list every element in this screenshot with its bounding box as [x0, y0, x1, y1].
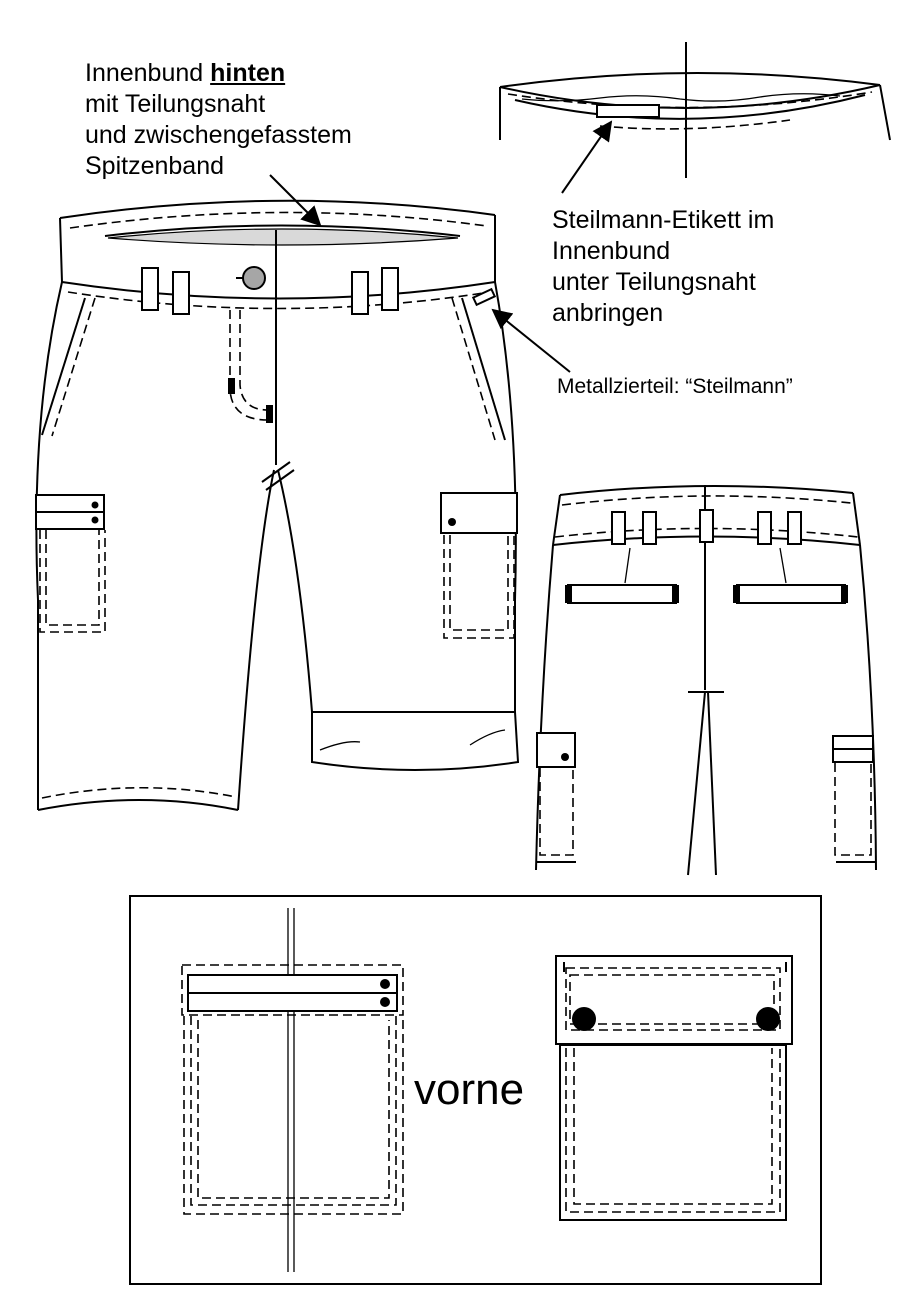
metal-trim: [471, 287, 497, 307]
pocket-detail-box: [129, 895, 822, 1285]
inner-waistband-detail: [499, 42, 891, 178]
annotation-line: Innenbund: [85, 59, 204, 87]
annotation-line: Steilmann-Etikett im: [552, 206, 775, 234]
annotation-line: Spitzenband: [85, 152, 225, 180]
annotation-emphasis: hinten: [210, 59, 286, 87]
metal-trim-annotation: Metallzierteil: “Steilmann”: [557, 375, 793, 398]
shorts-front-view: [35, 199, 520, 811]
steilmann-label: [596, 104, 660, 118]
label-placement-annotation: Steilmann-Etikett im Innenbund unter Tei…: [552, 205, 774, 329]
annotation-line: mit Teilungsnaht: [85, 90, 266, 118]
lace-trim: [107, 228, 459, 246]
annotation-line: anbringen: [552, 299, 664, 327]
waist-button: [242, 266, 266, 290]
annotation-line: Innenbund: [552, 237, 671, 265]
annotation-line: und zwischengefasstem: [85, 121, 352, 149]
shorts-back-view: [535, 484, 877, 876]
inner-waistband-annotation: Innenbund hinten mit Teilungsnaht und zw…: [85, 58, 352, 182]
vorne-label: vorne: [414, 1065, 525, 1114]
annotation-line: unter Teilungsnaht: [552, 268, 756, 296]
